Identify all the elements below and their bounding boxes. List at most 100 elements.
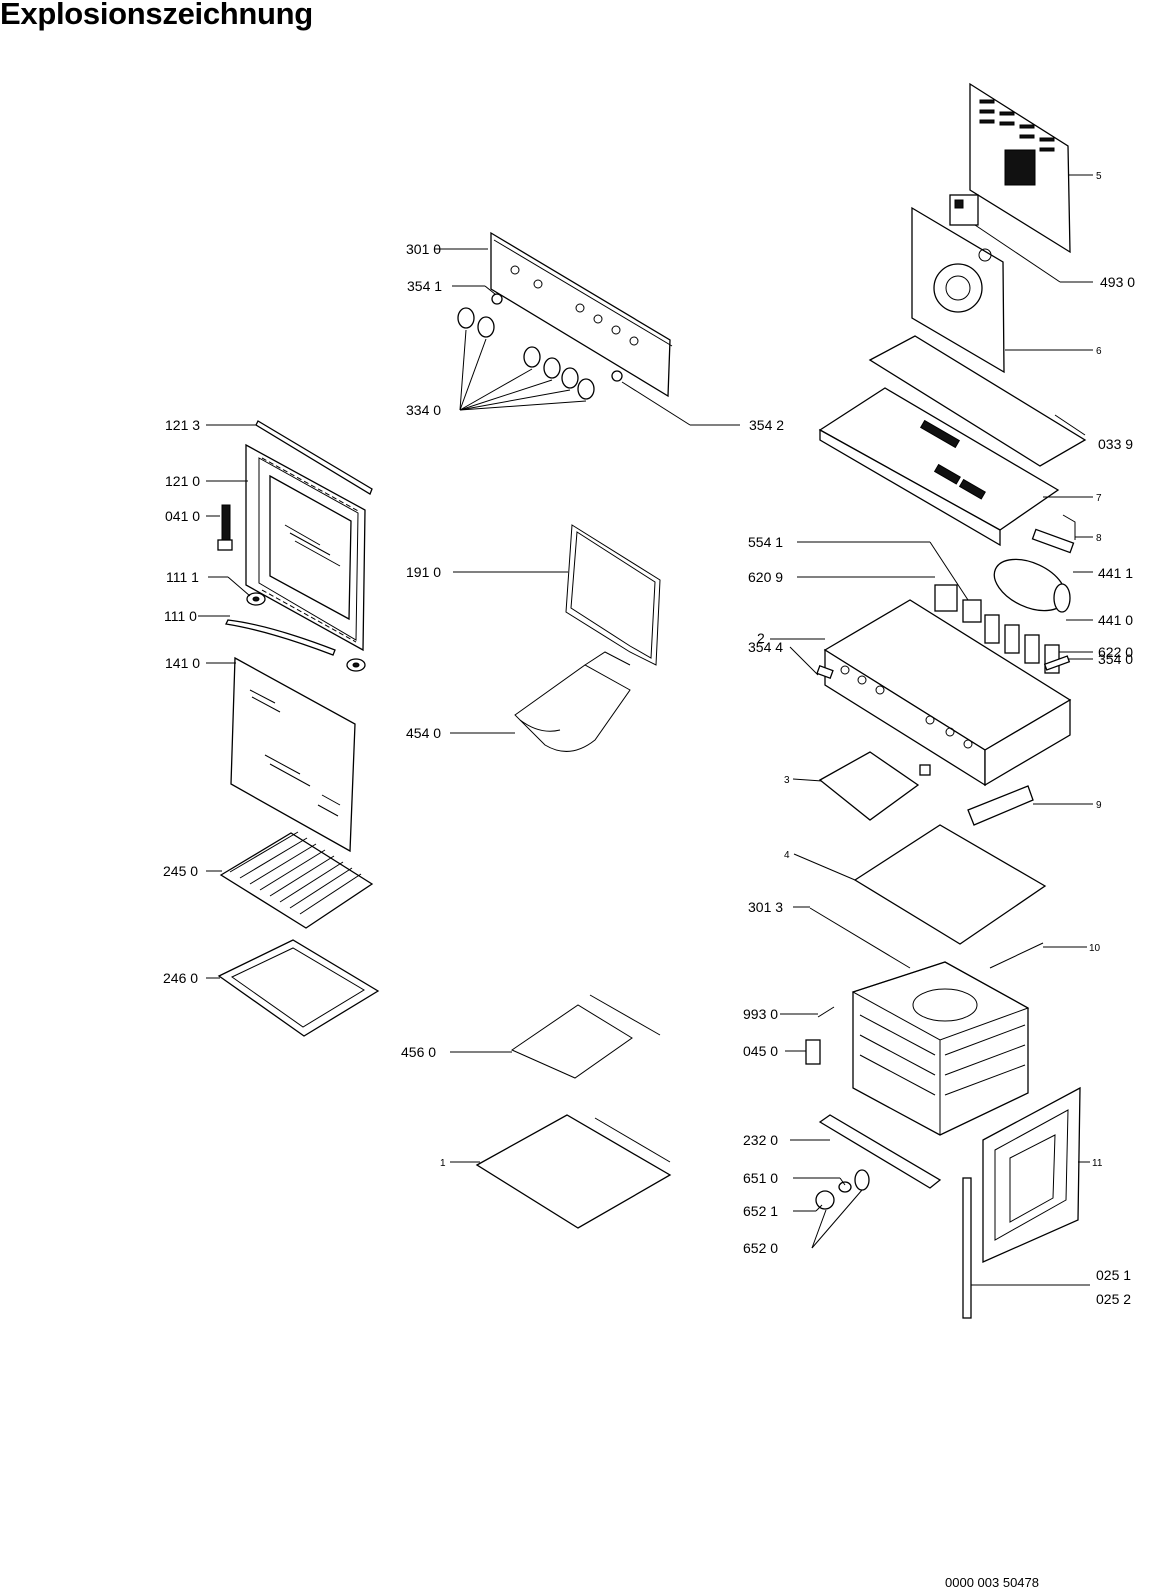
control-panel-holes [510,265,639,346]
baking-tray-inner [231,947,365,1028]
door-outer-glass [230,656,356,853]
part-label-5: 5 [1096,171,1102,182]
part-label-245-0: 245 0 [163,863,198,879]
part-label-354-0: 354 0 [1098,651,1133,667]
glass-reflection [317,804,339,817]
top-heating-element [514,664,631,752]
lamp-cover [815,1190,835,1210]
part-label-454-0: 454 0 [406,725,441,741]
side-panel [982,1086,1081,1263]
part-label-354-2: 354 2 [749,417,784,433]
energy-regulators [984,614,1060,674]
top-heating-element-loop [519,719,561,732]
glass-reflection [251,696,281,713]
bottom-heating-element-bracket [589,994,661,1036]
part-label-620-9: 620 9 [748,569,783,585]
side-panel-inner [994,1109,1069,1241]
part-label-025-1: 025 1 [1096,1267,1131,1283]
part-label-232-0: 232 0 [743,1132,778,1148]
bottom-plate [475,1114,672,1229]
cover-strip [967,785,1034,826]
cooling-fan-motor-detail [954,199,964,209]
control-knobs [457,307,595,400]
fan-opening [933,263,983,313]
indicator-lamp [816,665,834,679]
part-label-3: 3 [784,775,790,786]
part-label-033-9: 033 9 [1098,436,1133,452]
part-label-456-0: 456 0 [401,1044,436,1060]
page-title: Explosionszeichnung [0,0,313,31]
part-label-1: 1 [440,1158,446,1169]
part-label-651-0: 651 0 [743,1170,778,1186]
lamp-socket [854,1169,870,1191]
part-label-191-0: 191 0 [406,564,441,580]
glass-reflection [321,794,341,806]
part-label-441-1: 441 1 [1098,565,1133,581]
door-frame-holes [261,589,357,643]
control-housing-side [984,698,1071,787]
door-seal-inner [570,531,656,659]
part-label-10: 10 [1089,943,1101,954]
part-label-652-0: 652 0 [743,1240,778,1256]
door-window-reflection [294,540,341,567]
top-cover-vents [919,419,986,500]
part-label-041-0: 041 0 [165,508,200,524]
clip [1062,514,1076,540]
indicator-lamp [491,293,503,305]
door-seal [565,524,661,666]
middle-components [457,231,673,1229]
document-number: 0000 003 50478 [945,1575,1039,1590]
oven-cavity-shelf-runners [859,1014,1026,1096]
part-label-6: 6 [1096,346,1102,357]
oven-cavity-fan-cover [912,988,978,1022]
part-label-4: 4 [784,850,790,861]
part-label-121-0: 121 0 [165,473,200,489]
control-panel [490,231,671,398]
support-bracket [818,751,920,821]
bottom-heating-element [510,1004,633,1079]
indicator-lamp [611,370,623,382]
rear-wall-hole [978,248,992,262]
part-label-025-2: 025 2 [1096,1291,1131,1307]
part-label-045-0: 045 0 [743,1043,778,1059]
wire-shelf-bars [229,831,362,915]
part-label-652-1: 652 1 [743,1203,778,1219]
part-label-493-0: 493 0 [1100,274,1135,290]
right-components [805,82,1087,1319]
fan-motor-bracket [1031,528,1075,554]
door-assembly [217,420,380,1037]
control-housing-holes [840,665,973,749]
part-label-334-0: 334 0 [406,402,441,418]
part-label-301-0: 301 0 [406,241,441,257]
part-label-9: 9 [1096,800,1102,811]
part-label-246-0: 246 0 [163,970,198,986]
baking-tray [217,939,380,1037]
side-hinge-rail [962,1177,972,1319]
fan-opening-inner [945,275,971,301]
part-label-141-0: 141 0 [165,655,200,671]
back-cover-vents [979,99,1055,186]
door-window-reflection [289,532,331,556]
part-labels: 5 493 0 301 0 354 1 6 334 0 354 2 033 9 … [163,171,1135,1307]
part-label-441-0: 441 0 [1098,612,1133,628]
door-inner-frame-edge [258,457,359,641]
handle-end-cap-hole [252,596,260,602]
glass-reflection [269,763,311,787]
oven-cavity-top [851,961,1030,1041]
part-label-354-4: 354 4 [748,639,783,655]
leader-lines [198,174,1093,1286]
part-label-111-1: 111 1 [166,569,199,585]
hinge-receiver [805,1039,821,1065]
handle-end-cap-hole [352,662,360,668]
glass-reflection [249,689,276,704]
door-frame-holes [261,457,361,513]
part-label-7: 7 [1096,493,1102,504]
door-hinge-base [217,539,233,551]
cooling-fan-motor [949,194,979,226]
part-label-622-0: 622 0 [1098,644,1133,660]
top-cover-front-edge [819,428,1001,547]
part-label-8: 8 [1096,533,1102,544]
thermostat [962,599,982,623]
bottom-panel [853,824,1047,945]
screw [919,764,931,776]
